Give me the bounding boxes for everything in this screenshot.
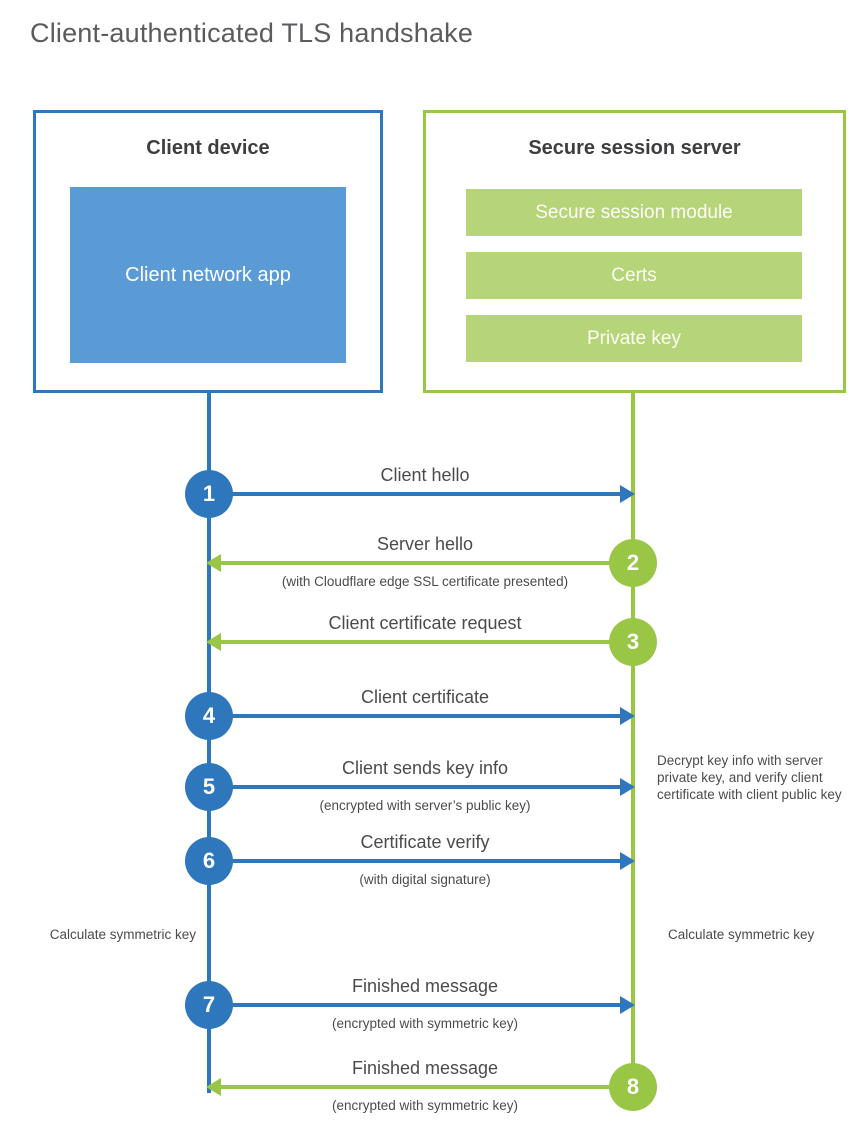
client-device-box: Client device Client network app xyxy=(33,110,383,393)
step-label: Client sends key info xyxy=(341,758,509,778)
step-label: Client certificate request xyxy=(328,613,522,633)
arrow-line xyxy=(209,714,622,718)
step-number-badge: 3 xyxy=(609,618,657,666)
client-device-title: Client device xyxy=(146,137,270,159)
step-label: Server hello xyxy=(376,534,474,554)
arrow-right-icon xyxy=(620,996,635,1014)
step-sublabel: (encrypted with symmetric key) xyxy=(331,1016,519,1031)
arrow-left-icon xyxy=(206,633,221,651)
arrow-line xyxy=(209,785,622,789)
secure-session-server-title: Secure session server xyxy=(528,137,741,159)
calculate-symmetric-key-client-note: Calculate symmetric key xyxy=(49,927,196,942)
step-sublabel: (encrypted with server’s public key) xyxy=(319,798,531,813)
step-number-badge: 5 xyxy=(185,763,233,811)
step-label: Finished message xyxy=(351,976,499,996)
arrow-line xyxy=(209,859,622,863)
decrypt-key-note: Decrypt key info with server private key… xyxy=(657,753,842,802)
page-title: Client-authenticated TLS handshake xyxy=(30,18,474,48)
step-number-badge: 1 xyxy=(185,470,233,518)
step-label: Client certificate xyxy=(360,687,490,707)
arrow-line xyxy=(209,1003,622,1007)
client-lifeline xyxy=(207,393,211,1093)
step-label: Certificate verify xyxy=(360,832,490,852)
secure-session-server-box: Secure session server Secure session mod… xyxy=(423,110,846,393)
step-number-badge: 4 xyxy=(185,692,233,740)
step-number-badge: 6 xyxy=(185,837,233,885)
step-label: Finished message xyxy=(351,1058,499,1078)
step-number-badge: 8 xyxy=(609,1063,657,1111)
server-private-key-bar: Private key xyxy=(466,315,802,362)
step-sublabel: (with Cloudflare edge SSL certificate pr… xyxy=(281,574,569,589)
arrow-left-icon xyxy=(206,1078,221,1096)
arrow-line xyxy=(221,1085,633,1089)
calculate-symmetric-key-server-note: Calculate symmetric key xyxy=(668,927,815,942)
arrow-line xyxy=(209,492,622,496)
arrow-line xyxy=(221,561,633,565)
step-sublabel: (with digital signature) xyxy=(359,872,491,887)
server-lifeline xyxy=(631,393,635,1094)
server-certs-bar: Certs xyxy=(466,252,802,299)
step-sublabel: (encrypted with symmetric key) xyxy=(331,1098,519,1113)
arrow-right-icon xyxy=(620,778,635,796)
step-number-badge: 2 xyxy=(609,539,657,587)
arrow-right-icon xyxy=(620,485,635,503)
arrow-left-icon xyxy=(206,554,221,572)
step-label: Client hello xyxy=(380,465,470,485)
arrow-line xyxy=(221,640,633,644)
step-number-badge: 7 xyxy=(185,981,233,1029)
arrow-right-icon xyxy=(620,707,635,725)
server-module-bar: Secure session module xyxy=(466,189,802,236)
client-network-app-box: Client network app xyxy=(70,187,346,363)
arrow-right-icon xyxy=(620,852,635,870)
